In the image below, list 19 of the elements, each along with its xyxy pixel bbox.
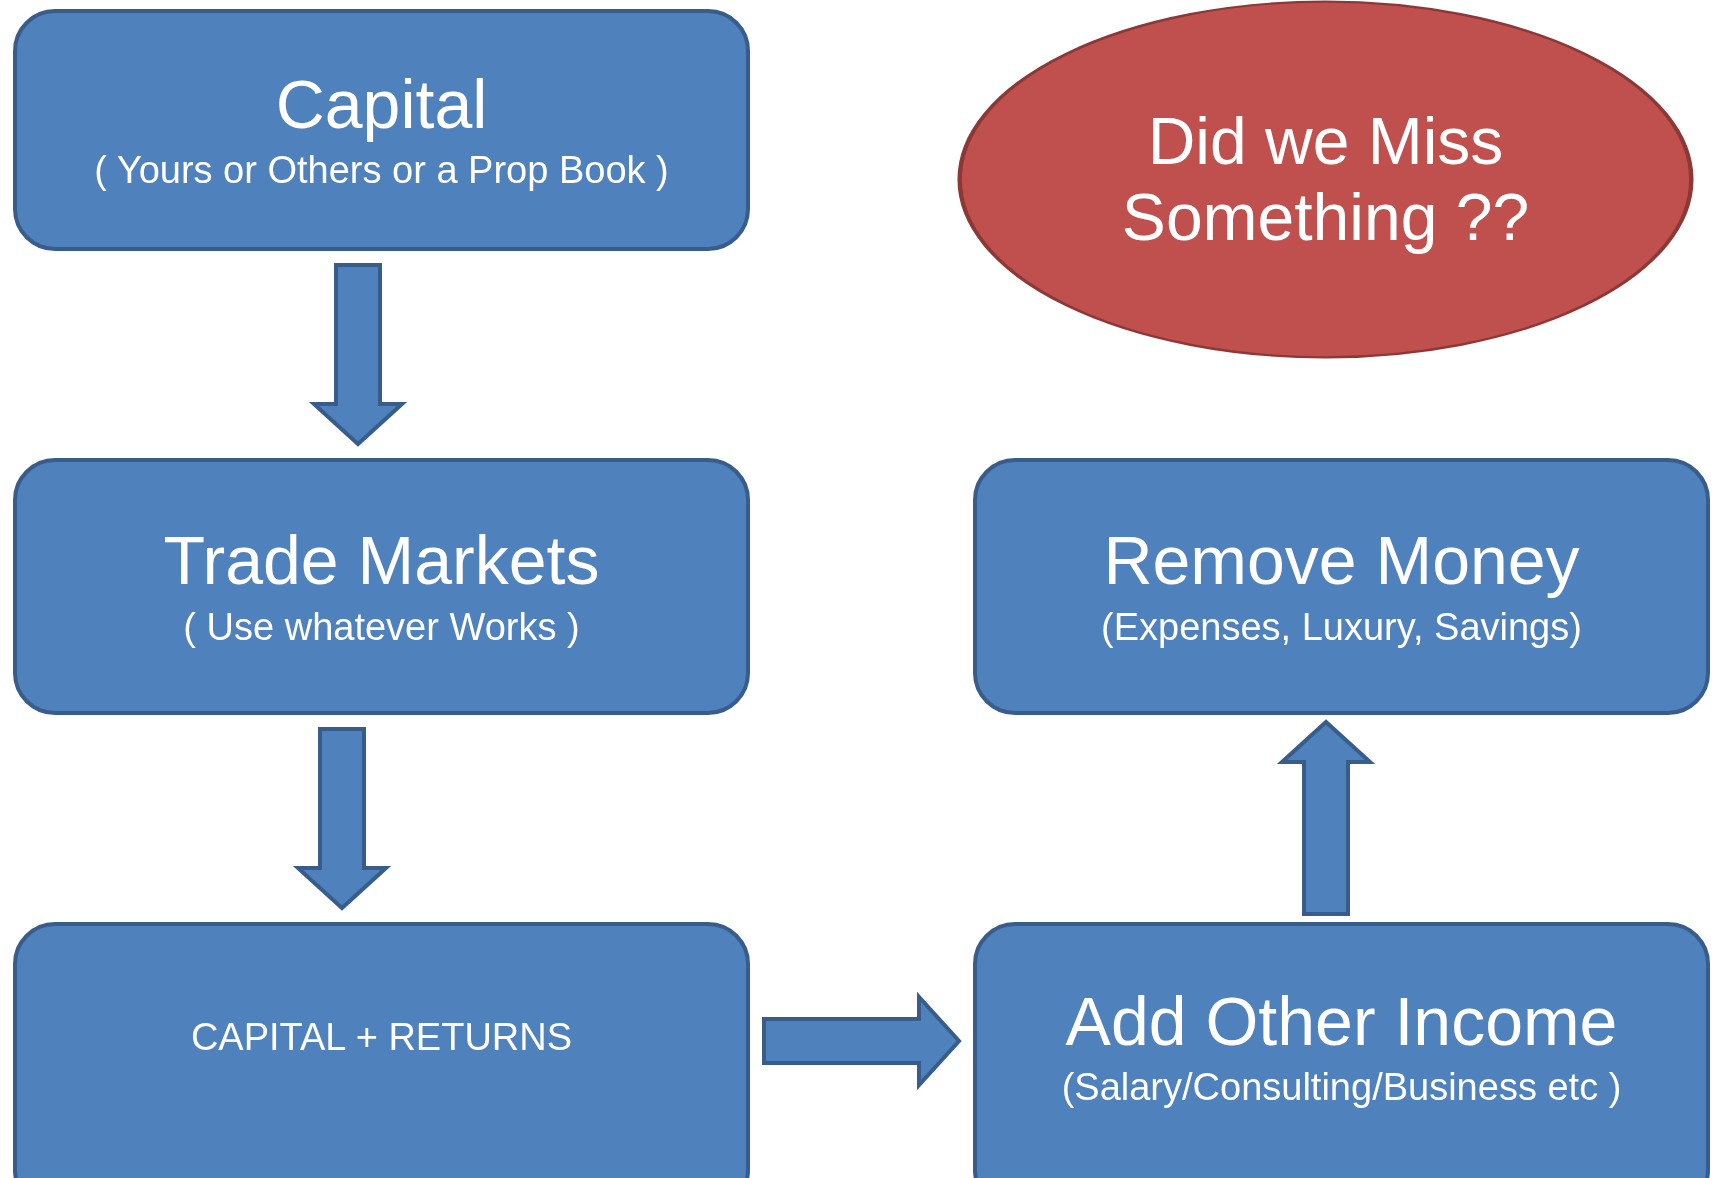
box-subtitle: ( Use whatever Works ) — [183, 604, 580, 650]
callout-text: Did we Miss Something ?? — [1120, 103, 1531, 256]
box-title: Capital — [275, 64, 488, 144]
block-arrow — [762, 991, 962, 1091]
process-box — [973, 458, 1710, 715]
block-arrow — [308, 263, 408, 447]
process-box — [13, 922, 750, 1178]
box-title: CAPITAL + RETURNS — [190, 1015, 573, 1059]
block-arrow — [1276, 719, 1376, 916]
process-box — [13, 9, 750, 251]
block-arrow — [292, 727, 392, 911]
process-box — [13, 458, 750, 715]
box-title: Trade Markets — [163, 521, 600, 601]
process-box — [973, 922, 1710, 1178]
box-subtitle: ( Yours or Others or a Prop Book ) — [94, 148, 669, 194]
box-title: Remove Money — [1103, 521, 1580, 601]
box-title: Add Other Income — [1065, 981, 1618, 1061]
box-subtitle: (Salary/Consulting/Business etc ) — [1061, 1065, 1622, 1111]
box-subtitle: (Expenses, Luxury, Savings) — [1101, 604, 1582, 650]
